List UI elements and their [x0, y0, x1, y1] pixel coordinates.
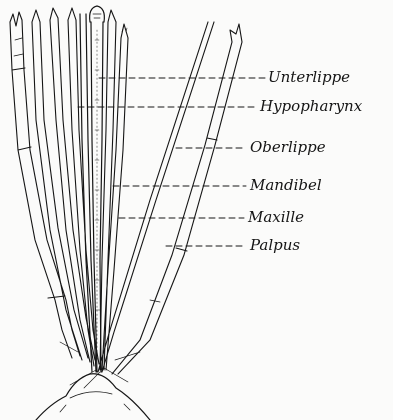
label-oberlippe: Oberlippe [250, 139, 326, 155]
label-palpus: Palpus [250, 237, 300, 253]
label-unterlippe: Unterlippe [268, 69, 350, 85]
label-maxille: Maxille [248, 209, 304, 225]
label-hypopharynx: Hypopharynx [260, 98, 362, 114]
head-base-drawing [36, 374, 150, 420]
right-stylet-drawing [98, 22, 214, 372]
right-palpus-drawing [112, 24, 242, 374]
label-mandibel: Mandibel [250, 177, 322, 193]
